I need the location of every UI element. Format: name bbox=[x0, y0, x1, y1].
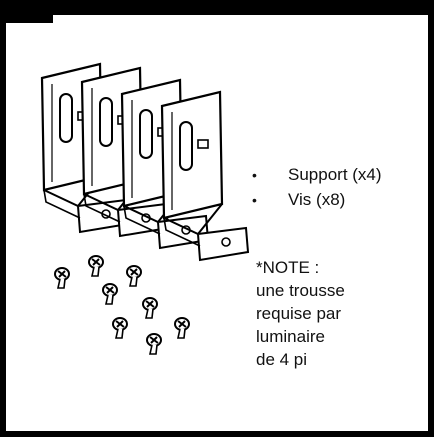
bracket-4 bbox=[160, 90, 250, 262]
kit-note: *NOTE : une trousse requise par luminair… bbox=[256, 256, 345, 371]
screw-8 bbox=[146, 333, 162, 355]
screw-1 bbox=[54, 267, 70, 289]
panel-left-border bbox=[0, 0, 6, 437]
note-line: *NOTE : bbox=[256, 258, 320, 277]
note-line: une trousse bbox=[256, 281, 345, 300]
bullet-icon: • bbox=[252, 167, 257, 183]
screw-4 bbox=[102, 283, 118, 305]
note-line: de 4 pi bbox=[256, 350, 308, 369]
panel-top-border bbox=[0, 0, 434, 15]
contents-list-item: • Vis (x8) bbox=[252, 190, 382, 215]
contents-item-label: Support (x4) bbox=[288, 165, 382, 184]
contents-list: • Support (x4) • Vis (x8) bbox=[252, 165, 382, 215]
note-line: luminaire bbox=[256, 327, 325, 346]
panel-corner-tab bbox=[0, 0, 53, 23]
contents-item-label: Vis (x8) bbox=[288, 190, 346, 209]
note-line: requise par bbox=[256, 304, 342, 323]
screw-2 bbox=[88, 255, 104, 277]
screw-7 bbox=[174, 317, 190, 339]
contents-list-item: • Support (x4) bbox=[252, 165, 382, 190]
screw-5 bbox=[142, 297, 158, 319]
screw-6 bbox=[112, 317, 128, 339]
bracket-kit-illustration bbox=[40, 62, 250, 355]
screw-3 bbox=[126, 265, 142, 287]
bullet-icon: • bbox=[252, 192, 257, 208]
